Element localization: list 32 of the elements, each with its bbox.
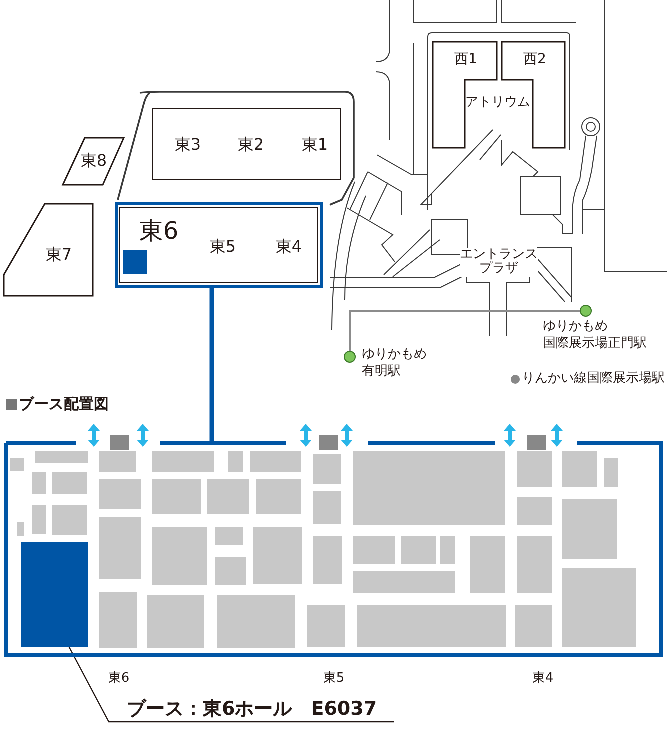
station-name: 有明駅 [362, 365, 401, 380]
hall-label: 東4 [532, 672, 554, 686]
hall-label: 東4 [276, 238, 302, 256]
hall-label: 東6 [139, 218, 179, 244]
exhibition-hall [63, 138, 125, 186]
highlighted-booth [21, 542, 88, 647]
exhibition-hall [3, 203, 94, 297]
connector-line [210, 288, 214, 442]
hall-label: 東6 [108, 672, 130, 686]
station-name: ゆりかもめ [543, 320, 608, 334]
area-label: エントランスプラザ [460, 248, 538, 277]
leader-line [68, 646, 394, 723]
station-dot [580, 305, 592, 317]
section-heading: ブース配置図 [19, 396, 109, 412]
hall-label: 東1 [302, 136, 328, 154]
exhibition-hall [502, 42, 566, 149]
hall-label: 東7 [46, 246, 72, 264]
railway-line [349, 310, 580, 351]
hall-label: 東2 [238, 136, 264, 154]
exhibition-hall [152, 108, 341, 180]
station-name: りんかい線国際展示場駅 [522, 372, 665, 386]
station-name: 国際展示場正門駅 [543, 337, 647, 352]
station-dot [344, 351, 356, 363]
hall-label: 東3 [174, 136, 202, 154]
hall-label: 東5 [210, 238, 236, 256]
hall-label: 東8 [80, 152, 108, 170]
hall-label: 東5 [323, 672, 345, 686]
station-name: ゆりかもめ [362, 348, 427, 362]
callout-text: ブース：東6ホール E6037 [109, 697, 394, 722]
hall-label: 西1 [454, 52, 478, 68]
area-label: アトリウム [466, 96, 530, 110]
hall-label: 西2 [524, 52, 546, 68]
